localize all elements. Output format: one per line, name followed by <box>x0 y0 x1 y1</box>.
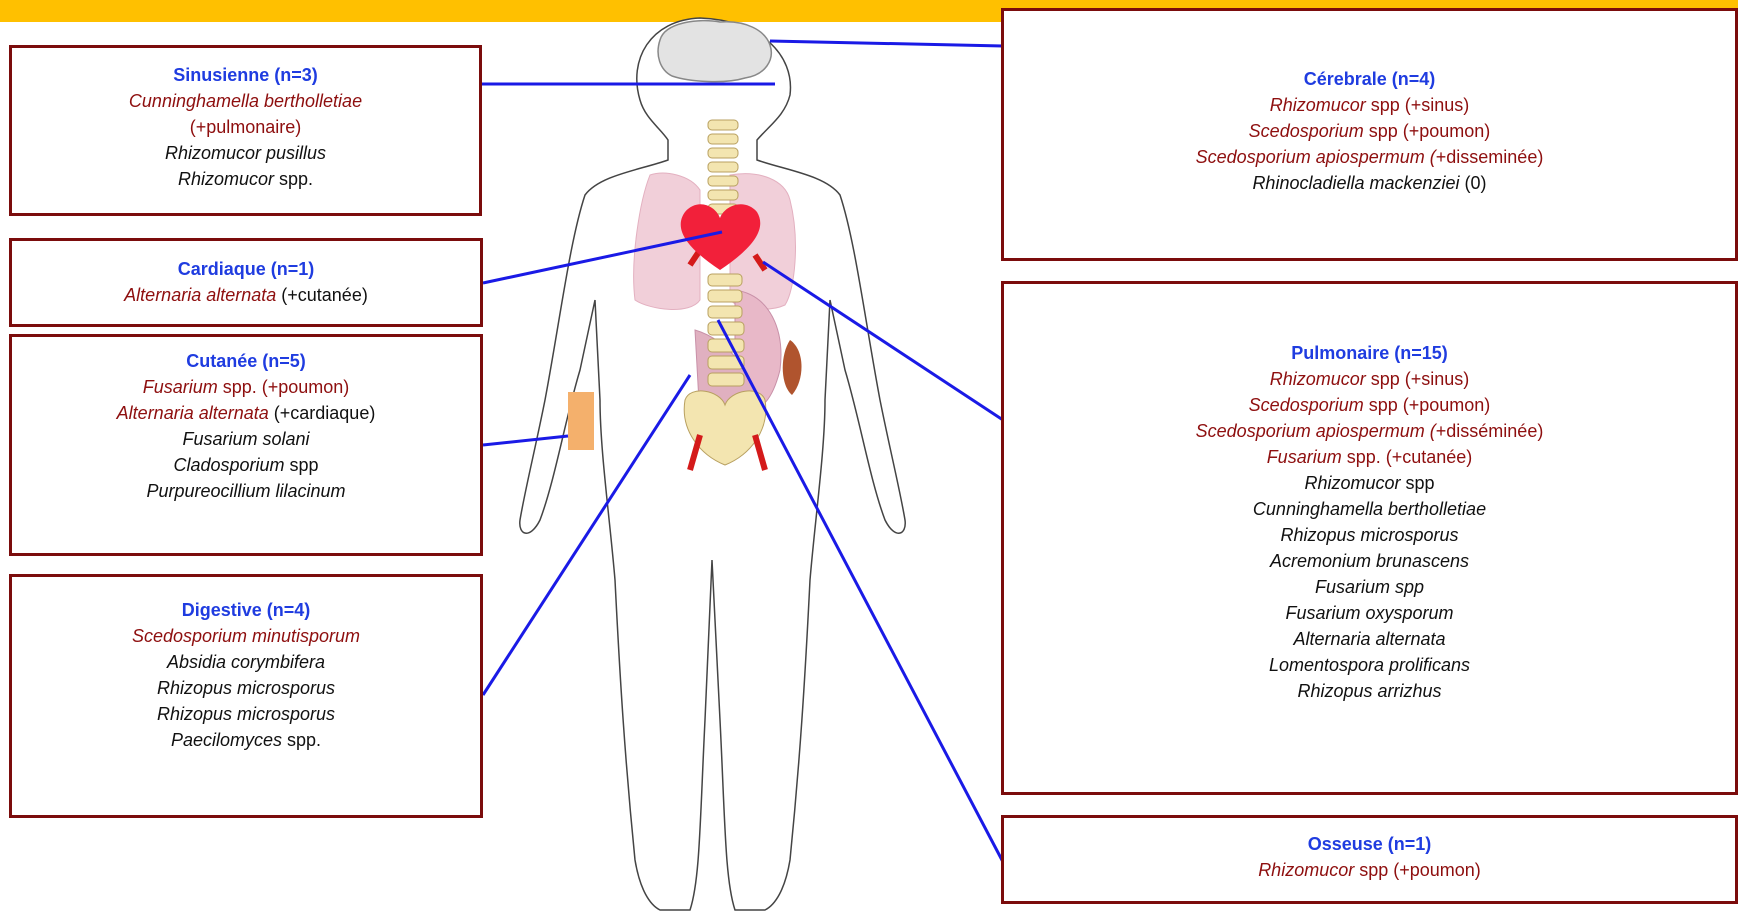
cerebral-title: Cérebrale (n=4) <box>1004 66 1735 92</box>
pulmonary-line-10: Fusarium oxysporum <box>1004 600 1735 626</box>
cardiac-box: Cardiaque (n=1) Alternaria alternata (+c… <box>9 238 483 327</box>
bone-box: Osseuse (n=1) Rhizomucor spp (+poumon) <box>1001 815 1738 904</box>
pulmonary-title: Pulmonaire (n=15) <box>1004 340 1735 366</box>
sinus-line-4: Rhizomucor spp. <box>12 166 479 192</box>
pulmonary-line-13: Rhizopus arrizhus <box>1004 678 1735 704</box>
pulmonary-line-4: Fusarium spp. (+cutanée) <box>1004 444 1735 470</box>
cerebral-line-4: Rhinocladiella mackenziei (0) <box>1004 170 1735 196</box>
cutaneous-title: Cutanée (n=5) <box>12 348 480 374</box>
pulmonary-line-5: Rhizomucor spp <box>1004 470 1735 496</box>
pulmonary-line-7: Rhizopus microsporus <box>1004 522 1735 548</box>
cutaneous-line-4: Cladosporium spp <box>12 452 480 478</box>
bone-line-1: Rhizomucor spp (+poumon) <box>1004 857 1735 883</box>
cutaneous-box: Cutanée (n=5) Fusarium spp. (+poumon) Al… <box>9 334 483 556</box>
pulmonary-line-2: Scedosporium spp (+poumon) <box>1004 392 1735 418</box>
skin-patch <box>568 392 594 450</box>
sinus-line-2: (+pulmonaire) <box>12 114 479 140</box>
pulmonary-line-11: Alternaria alternata <box>1004 626 1735 652</box>
digestive-line-2: Absidia corymbifera <box>12 649 480 675</box>
cerebral-line-3: Scedosporium apiospermum (+disseminée) <box>1004 144 1735 170</box>
bone-title: Osseuse (n=1) <box>1004 831 1735 857</box>
digestive-line-5: Paecilomyces spp. <box>12 727 480 753</box>
pulmonary-line-9: Fusarium spp <box>1004 574 1735 600</box>
cerebral-line-1: Rhizomucor spp (+sinus) <box>1004 92 1735 118</box>
sinus-title: Sinusienne (n=3) <box>12 62 479 88</box>
pulmonary-line-1: Rhizomucor spp (+sinus) <box>1004 366 1735 392</box>
cardiac-title: Cardiaque (n=1) <box>12 256 480 282</box>
sinus-line-1: Cunninghamella bertholletiae <box>12 88 479 114</box>
pulmonary-line-8: Acremonium brunascens <box>1004 548 1735 574</box>
brain <box>658 21 771 82</box>
sinus-line-3: Rhizomucor pusillus <box>12 140 479 166</box>
cardiac-line-1: Alternaria alternata (+cutanée) <box>12 282 480 308</box>
pulmonary-line-3: Scedosporium apiospermum (+disséminée) <box>1004 418 1735 444</box>
digestive-box: Digestive (n=4) Scedosporium minutisporu… <box>9 574 483 818</box>
cerebral-line-2: Scedosporium spp (+poumon) <box>1004 118 1735 144</box>
cutaneous-line-2: Alternaria alternata (+cardiaque) <box>12 400 480 426</box>
cerebral-box: Cérebrale (n=4) Rhizomucor spp (+sinus) … <box>1001 8 1738 261</box>
digestive-title: Digestive (n=4) <box>12 597 480 623</box>
cutaneous-line-1: Fusarium spp. (+poumon) <box>12 374 480 400</box>
pulmonary-line-12: Lomentospora prolificans <box>1004 652 1735 678</box>
pulmonary-box: Pulmonaire (n=15) Rhizomucor spp (+sinus… <box>1001 281 1738 795</box>
sinus-box: Sinusienne (n=3) Cunninghamella bertholl… <box>9 45 482 216</box>
digestive-line-4: Rhizopus microsporus <box>12 701 480 727</box>
cutaneous-line-5: Purpureocillium lilacinum <box>12 478 480 504</box>
cutaneous-line-3: Fusarium solani <box>12 426 480 452</box>
pulmonary-line-6: Cunninghamella bertholletiae <box>1004 496 1735 522</box>
digestive-line-1: Scedosporium minutisporum <box>12 623 480 649</box>
digestive-line-3: Rhizopus microsporus <box>12 675 480 701</box>
